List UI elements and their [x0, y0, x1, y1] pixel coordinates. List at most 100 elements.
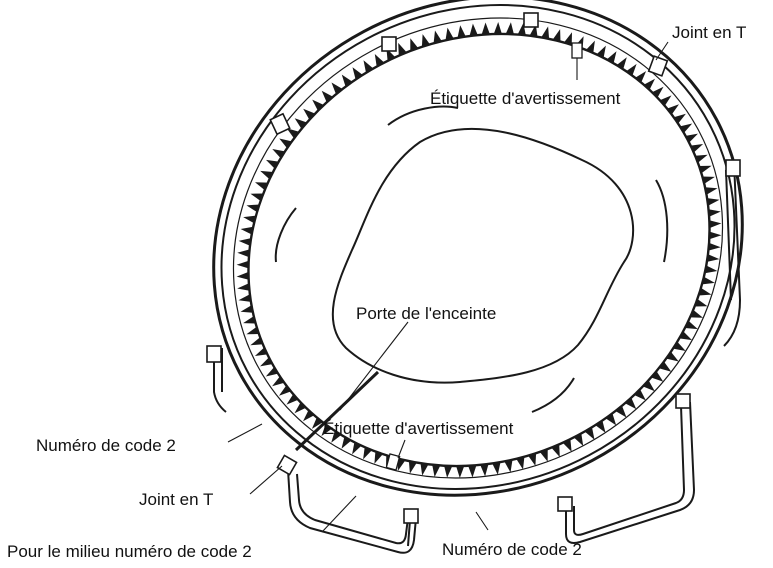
spring — [706, 254, 720, 262]
spring — [493, 22, 502, 35]
t-joint-top-left-icon — [381, 36, 397, 52]
t-joint-right-lower-icon — [675, 393, 691, 409]
spring — [456, 465, 465, 478]
spring — [457, 25, 466, 38]
spring — [420, 463, 429, 476]
spring — [615, 405, 627, 418]
spring — [243, 316, 256, 324]
t-joint-top-right-icon — [647, 55, 669, 77]
label-warning-top: Étiquette d'avertissement — [430, 89, 621, 108]
spring — [236, 271, 249, 280]
spring — [704, 265, 718, 274]
spring — [294, 118, 307, 129]
spring — [321, 90, 333, 103]
leg-right-rear-inner — [725, 169, 732, 301]
spring — [709, 231, 722, 240]
spring — [658, 361, 672, 372]
spring — [516, 456, 525, 470]
spring — [237, 249, 250, 258]
spring — [408, 461, 417, 474]
spring — [708, 242, 721, 251]
spring — [246, 326, 259, 335]
spring — [651, 371, 664, 382]
label-joint-bottom: Joint en T — [139, 490, 213, 509]
spring — [552, 29, 561, 42]
spring — [642, 380, 655, 392]
spring — [605, 413, 617, 426]
t-joints — [206, 12, 741, 524]
leader-lines — [227, 41, 669, 533]
spring — [702, 276, 715, 285]
spring — [243, 215, 256, 224]
spring — [237, 283, 250, 291]
spring — [505, 22, 514, 35]
mat-center-blob — [331, 127, 635, 384]
leg-middle — [407, 519, 411, 547]
spring — [341, 74, 353, 87]
spring — [699, 165, 712, 174]
spring — [445, 27, 454, 41]
label-door: Porte de l'enceinte — [356, 304, 496, 323]
leader-joint-bottom — [249, 465, 283, 495]
label-warning-bottom: Étiquette d'avertissement — [323, 419, 514, 438]
spring — [468, 465, 477, 478]
spring — [444, 465, 453, 478]
spring — [238, 238, 252, 246]
t-joint-right-icon — [725, 159, 741, 177]
mat-markings — [274, 105, 669, 413]
spring — [705, 187, 718, 195]
mat-stroke-bottom — [531, 377, 575, 413]
spring — [469, 23, 478, 36]
outer-ring — [212, 0, 744, 497]
label-code-middle: Pour le milieu numéro de code 2 — [7, 542, 252, 561]
leader-code-bottom — [475, 511, 489, 531]
spring — [397, 458, 406, 471]
t-joint-bottom-left-icon — [276, 454, 298, 476]
spring — [702, 176, 715, 184]
mat-stroke-left — [274, 207, 297, 263]
label-joint-top: Joint en T — [672, 23, 746, 42]
callout-labels: Joint en T Étiquette d'avertissement Por… — [7, 23, 746, 561]
spring — [312, 99, 324, 111]
t-joint-top-icon — [523, 12, 539, 28]
spring — [236, 260, 249, 269]
t-joint-far-left-icon — [206, 345, 222, 363]
leg-front-right-inner — [573, 405, 686, 536]
spring — [238, 294, 251, 302]
spring — [709, 220, 722, 229]
spring — [481, 22, 490, 35]
spring — [634, 389, 646, 401]
leg-front-right — [565, 401, 696, 544]
leader-warning-bottom — [397, 439, 406, 459]
legs — [213, 161, 742, 554]
leader-code-middle — [321, 495, 357, 533]
spring — [303, 108, 316, 120]
label-code-left: Numéro de code 2 — [36, 436, 176, 455]
spring — [246, 204, 260, 213]
spring — [240, 226, 254, 235]
leader-joint-top — [655, 41, 669, 61]
spring — [240, 305, 253, 313]
spring — [504, 459, 513, 473]
spring — [707, 198, 720, 206]
spring — [432, 464, 441, 477]
enclosure-door-line — [294, 370, 380, 452]
leader-door — [339, 321, 409, 411]
spring — [708, 209, 721, 217]
jumping-mat — [247, 32, 711, 468]
warning-tag-bottom-icon — [385, 453, 401, 471]
mat-stroke-top — [387, 105, 459, 126]
spring — [492, 462, 501, 475]
mat-stroke-right — [655, 179, 669, 263]
label-code-bottom: Numéro de code 2 — [442, 540, 582, 559]
spring — [433, 30, 442, 44]
spring — [480, 464, 489, 477]
leg-left-rear — [213, 350, 227, 413]
warning-tag-top-icon — [571, 42, 583, 59]
t-joint-bottom-icon — [403, 508, 419, 524]
t-joint-left-icon — [269, 112, 291, 136]
spring — [698, 287, 712, 296]
spring — [564, 32, 572, 45]
leg-right-rear — [723, 161, 742, 347]
